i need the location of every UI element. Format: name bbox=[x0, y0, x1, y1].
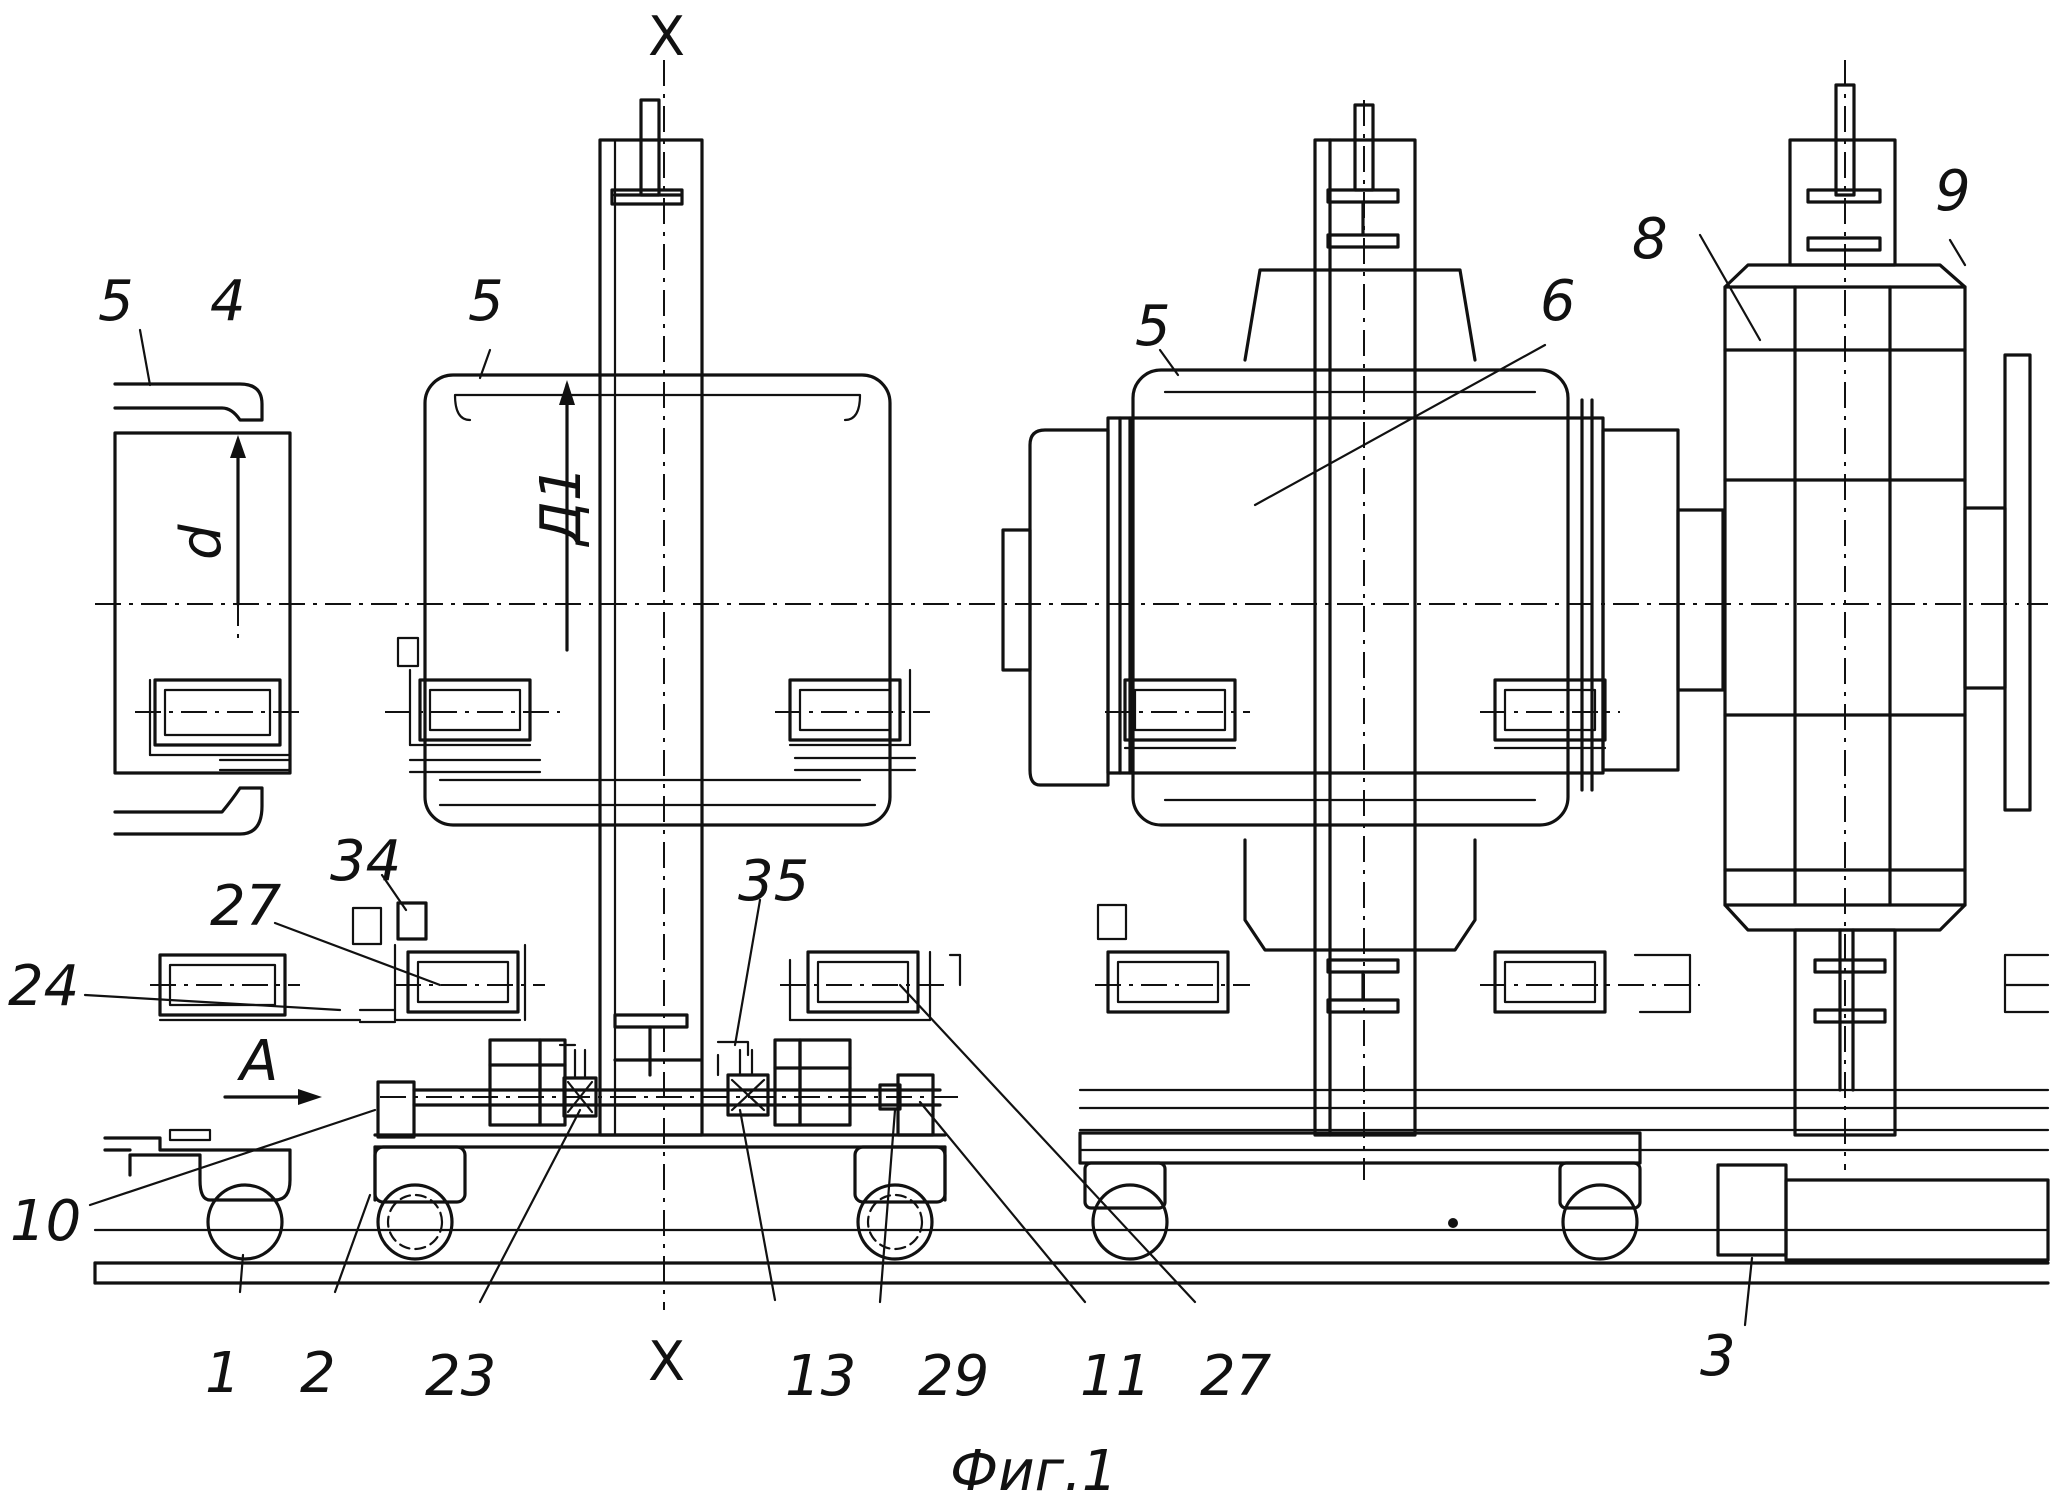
labels: X X 5 4 d 5 Д1 5 6 8 9 34 27 24 35 A 10 … bbox=[8, 5, 1971, 1504]
small-trolley bbox=[105, 1089, 322, 1259]
label-1: 1 bbox=[205, 1341, 241, 1406]
figure-caption: Фиг.1 bbox=[950, 1439, 1117, 1504]
label-35: 35 bbox=[738, 849, 809, 914]
label-arrow-a: A bbox=[237, 1029, 278, 1094]
label-8: 8 bbox=[1632, 207, 1668, 272]
unit-4 bbox=[115, 384, 300, 834]
label-9: 9 bbox=[1935, 159, 1971, 224]
label-6: 6 bbox=[1540, 269, 1576, 334]
label-5-right: 5 bbox=[1135, 294, 1171, 359]
unit-frame-5 bbox=[385, 375, 930, 825]
drum-unit-8-9 bbox=[1718, 60, 2048, 1260]
label-34: 34 bbox=[330, 829, 401, 894]
label-2: 2 bbox=[300, 1341, 336, 1406]
label-5-left: 5 bbox=[98, 269, 134, 334]
label-29: 29 bbox=[918, 1344, 989, 1409]
label-13: 13 bbox=[785, 1344, 856, 1409]
label-3: 3 bbox=[1700, 1324, 1736, 1389]
label-x-bottom: X bbox=[648, 1330, 685, 1393]
label-11: 11 bbox=[1080, 1344, 1151, 1409]
motor-unit-6 bbox=[1003, 100, 1723, 1259]
leader-lines bbox=[85, 235, 1965, 1325]
label-27-right: 27 bbox=[1200, 1344, 1272, 1409]
label-d1: Д1 bbox=[529, 466, 594, 548]
label-27-left: 27 bbox=[210, 874, 282, 939]
label-4: 4 bbox=[210, 269, 246, 334]
label-5-mid: 5 bbox=[468, 269, 504, 334]
vertical-column-x bbox=[600, 60, 702, 1310]
label-23: 23 bbox=[425, 1344, 496, 1409]
label-24: 24 bbox=[8, 954, 79, 1019]
label-10: 10 bbox=[10, 1189, 81, 1254]
label-d: d bbox=[169, 524, 234, 560]
label-x-top: X bbox=[648, 5, 685, 68]
